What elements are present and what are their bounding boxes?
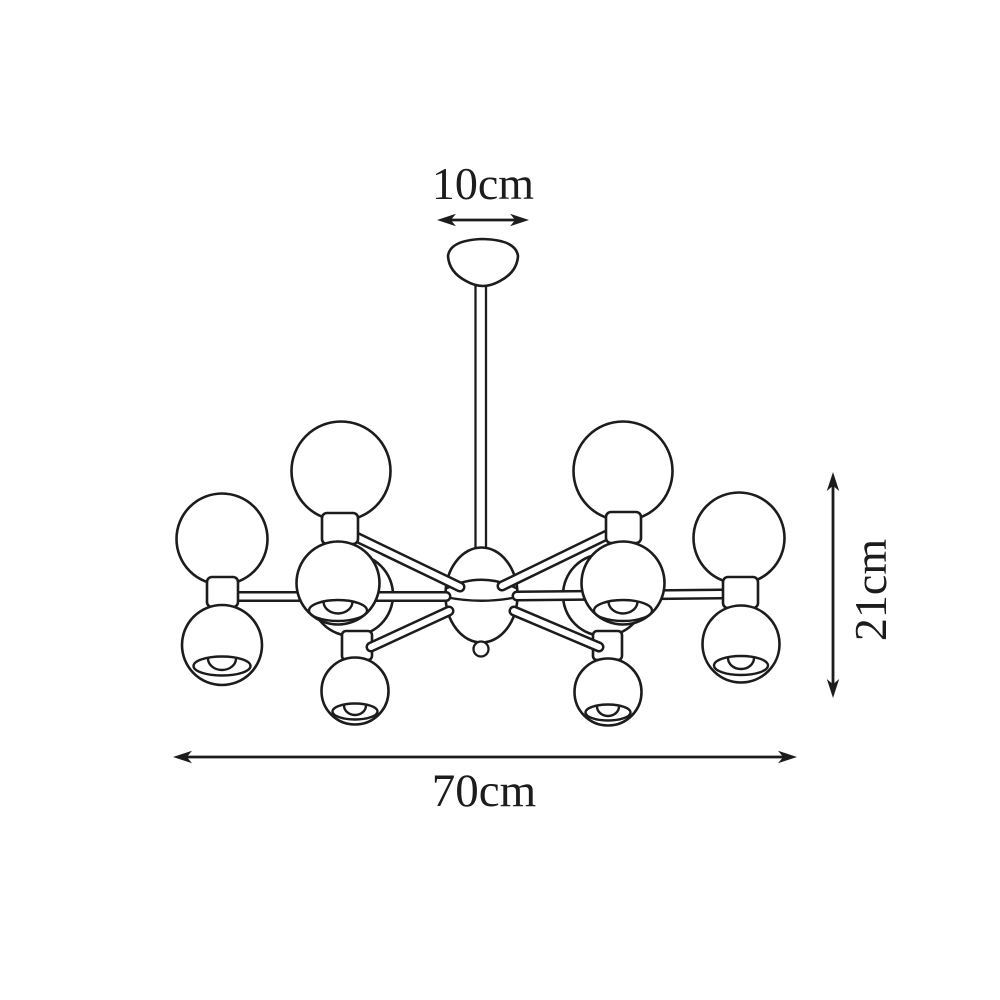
lamp-unit-upper-left — [290, 420, 392, 626]
bulb-lower-left — [342, 705, 368, 717]
arrow-head-right-icon — [778, 750, 797, 764]
shade-lower-left — [320, 656, 390, 726]
shade-rim-left — [192, 655, 252, 677]
bulb-left — [206, 658, 238, 672]
shade-rim-right — [712, 654, 770, 677]
arrow-head-right-icon — [510, 213, 529, 227]
lamp-unit-left — [175, 492, 269, 687]
shade-rim-upper-left — [307, 598, 369, 623]
globe-upper-left — [290, 420, 392, 522]
ceiling-canopy — [446, 237, 520, 288]
neck-upper-left — [320, 511, 360, 546]
bulb-upper-right — [607, 601, 639, 615]
dimension-canopy-width: 10cm — [432, 158, 534, 227]
lamp-shade-lower-right — [573, 657, 643, 727]
shade-rim-lower-left — [331, 702, 379, 721]
hub-finial — [472, 640, 490, 658]
arrow-head-up-icon — [826, 472, 840, 491]
lamp-unit-right — [692, 491, 786, 684]
neck-right — [721, 575, 760, 610]
globe-upper-right — [572, 420, 674, 522]
arrow-head-down-icon — [826, 679, 840, 698]
neck-upper-right — [604, 510, 643, 545]
lamp-shade-lower-left — [320, 656, 390, 726]
bulb-lower-right — [595, 706, 621, 718]
hanging-stem — [474, 282, 488, 558]
shade-rim-lower-right — [584, 703, 632, 722]
globe-right — [692, 491, 786, 585]
shade-rim-upper-right — [592, 598, 654, 623]
hub-seam-lower — [445, 595, 518, 602]
bulb-right — [726, 657, 756, 671]
shade-right — [701, 604, 781, 684]
globe-left — [175, 492, 269, 586]
lamp-unit-upper-right — [572, 420, 674, 626]
dimension-body-height: 21cm — [826, 472, 896, 698]
shade-left — [180, 603, 264, 687]
arm-rod-lower-left — [365, 605, 455, 653]
arm-rod-upper-right — [496, 527, 617, 592]
dimension-body-width: 70cm — [173, 750, 797, 817]
center-hub — [444, 546, 519, 644]
body-width-label: 70cm — [432, 765, 536, 817]
hub-body — [444, 546, 519, 644]
shade-lower-right — [573, 657, 643, 727]
neck-left — [205, 575, 240, 609]
arm-rod-upper-left — [346, 529, 466, 593]
arm-rod-lower-right — [508, 605, 605, 653]
body-height-label: 21cm — [845, 539, 896, 641]
arrow-head-left-icon — [437, 213, 456, 227]
arrow-head-left-icon — [173, 750, 192, 764]
canopy-width-label: 10cm — [432, 158, 534, 209]
bulb-upper-left — [322, 601, 354, 615]
